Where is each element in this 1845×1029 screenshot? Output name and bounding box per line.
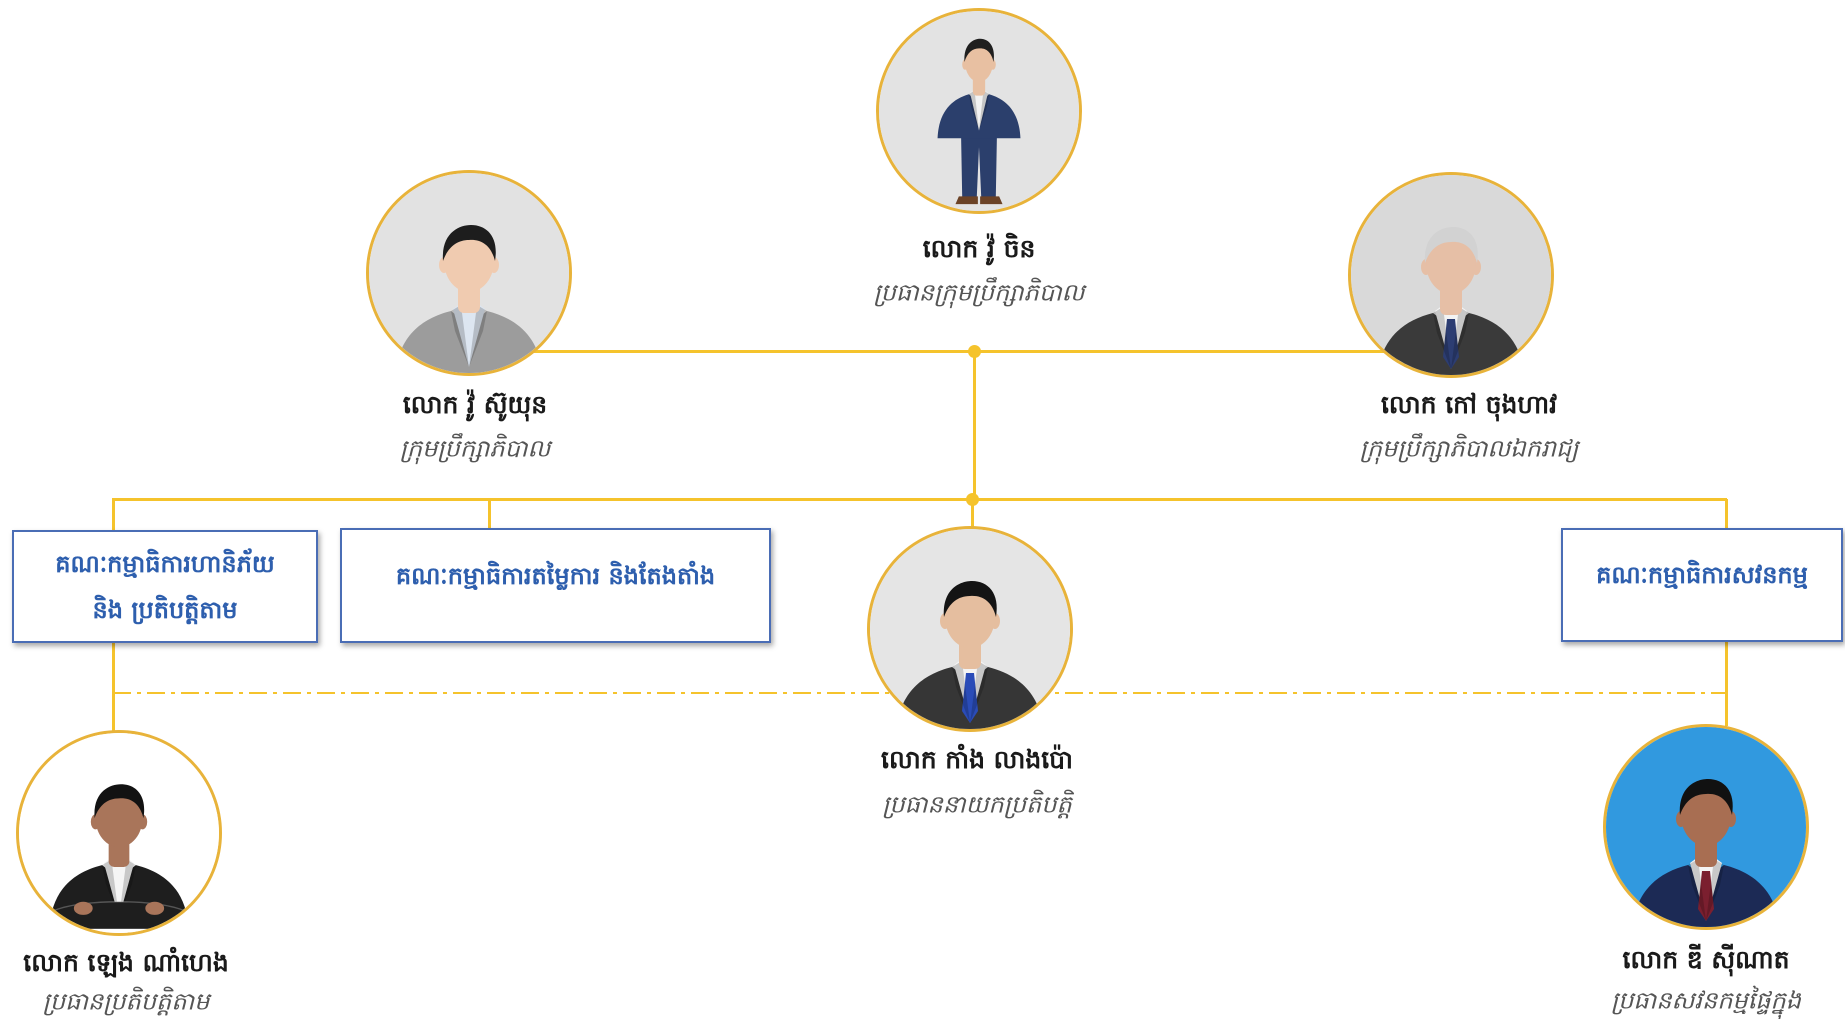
connector-audit-committee-to-internal-audit (1725, 642, 1728, 726)
committee-box-risk-compliance: គណៈកម្មាធិការហានិភ័យ និង ប្រតិបត្តិតាម (12, 530, 318, 643)
hair (442, 225, 496, 261)
photo-board-member (366, 170, 572, 376)
title-board-member: ក្រុមប្រឹក្សាភិបាល (399, 434, 551, 463)
hand (145, 901, 165, 915)
head (444, 230, 494, 292)
committee-box-audit: គណៈកម្មាធិការសវនកម្ម (1561, 528, 1843, 642)
lapel (1688, 859, 1724, 921)
connector-board-to-committees (973, 351, 976, 499)
committee-box-nomination-remuneration: គណៈកម្មាធិការតម្លៃការ និងតែងតាំង (340, 528, 771, 643)
crossed-arms (50, 901, 188, 930)
person-figure (896, 581, 1044, 729)
name-internal-audit-head: លោក ឌី ស៊ីណាត (1622, 945, 1790, 974)
portrait-image (19, 733, 219, 933)
title-chairman: ប្រធានក្រុមប្រឹក្សាភិបាល (873, 278, 1085, 307)
person-figure (395, 225, 543, 373)
photo-internal-audit-head (1603, 724, 1809, 930)
lapel (451, 305, 487, 367)
necktie (1443, 319, 1459, 369)
portrait-image (1351, 175, 1551, 375)
shoes (955, 196, 1003, 205)
portrait-image (879, 11, 1079, 211)
photo-compliance-head (16, 730, 222, 936)
lapel (968, 90, 990, 131)
hand (73, 901, 93, 915)
portrait-image (870, 529, 1070, 729)
person-figure (937, 38, 1021, 205)
connector-node-committees (966, 493, 979, 506)
photo-chairman (876, 8, 1082, 214)
photo-independent-director (1348, 172, 1554, 378)
connector-board-horizontal (469, 350, 1451, 353)
head (1681, 784, 1731, 846)
name-compliance-head: លោក ឡេង ណាំហេង (23, 948, 229, 977)
committee-label: គណៈកម្មាធិការតម្លៃការ និងតែងតាំង (395, 561, 716, 590)
person-figure (1377, 227, 1525, 375)
title-compliance-head: ប្រធានប្រតិបត្តិតាម (42, 987, 210, 1016)
trousers (961, 135, 997, 198)
lapel (1433, 307, 1469, 369)
head (95, 788, 143, 848)
name-independent-director: លោក កៅ ចុងហាវ (1380, 390, 1558, 419)
hair (964, 38, 994, 62)
hair (1679, 779, 1733, 815)
title-independent-director: ក្រុមប្រឹក្សាភិបាលឯករាជ្យ (1359, 434, 1579, 463)
head (965, 41, 993, 82)
hair (943, 581, 997, 617)
photo-ceo (867, 526, 1073, 732)
committee-label: គណៈកម្មាធិការសវនកម្ម (1596, 561, 1808, 589)
committee-label-line: គណៈកម្មាធិការហានិភ័យ (55, 549, 275, 578)
connector-drop-audit-committee (1725, 499, 1728, 528)
lapel (952, 661, 988, 723)
necktie (962, 673, 978, 723)
portrait-image (369, 173, 569, 373)
connector-committees-horizontal (112, 498, 1727, 501)
head (945, 586, 995, 648)
person-figure (1632, 779, 1780, 927)
hair (94, 784, 145, 819)
name-board-member: លោក វ៉ូ ស៊ូយុន (402, 390, 548, 419)
name-chairman: លោក វ៉ូ ចិន (922, 234, 1036, 263)
shirt (453, 303, 485, 367)
shirt (103, 857, 135, 918)
name-ceo: លោក កាំង លាងប៉ោ (881, 745, 1073, 774)
necktie (1698, 871, 1714, 921)
hair (1424, 227, 1478, 263)
title-ceo: ប្រធាននាយកប្រតិបត្តិ (882, 790, 1072, 819)
portrait-image (1606, 727, 1806, 927)
lapel (102, 859, 136, 918)
committee-label-line: និង ប្រតិបត្តិតាម (92, 595, 238, 624)
connector-risk-committee-to-compliance (112, 643, 115, 732)
head (1426, 232, 1476, 294)
shirt (970, 89, 988, 131)
connector-drop-risk-committee (112, 499, 115, 530)
connector-node-board (968, 345, 981, 358)
title-internal-audit-head: ប្រធានសវនកម្មផ្ទៃក្នុង (1611, 986, 1801, 1015)
connector-drop-ceo (971, 499, 974, 529)
connector-drop-nomination-committee (488, 499, 491, 528)
